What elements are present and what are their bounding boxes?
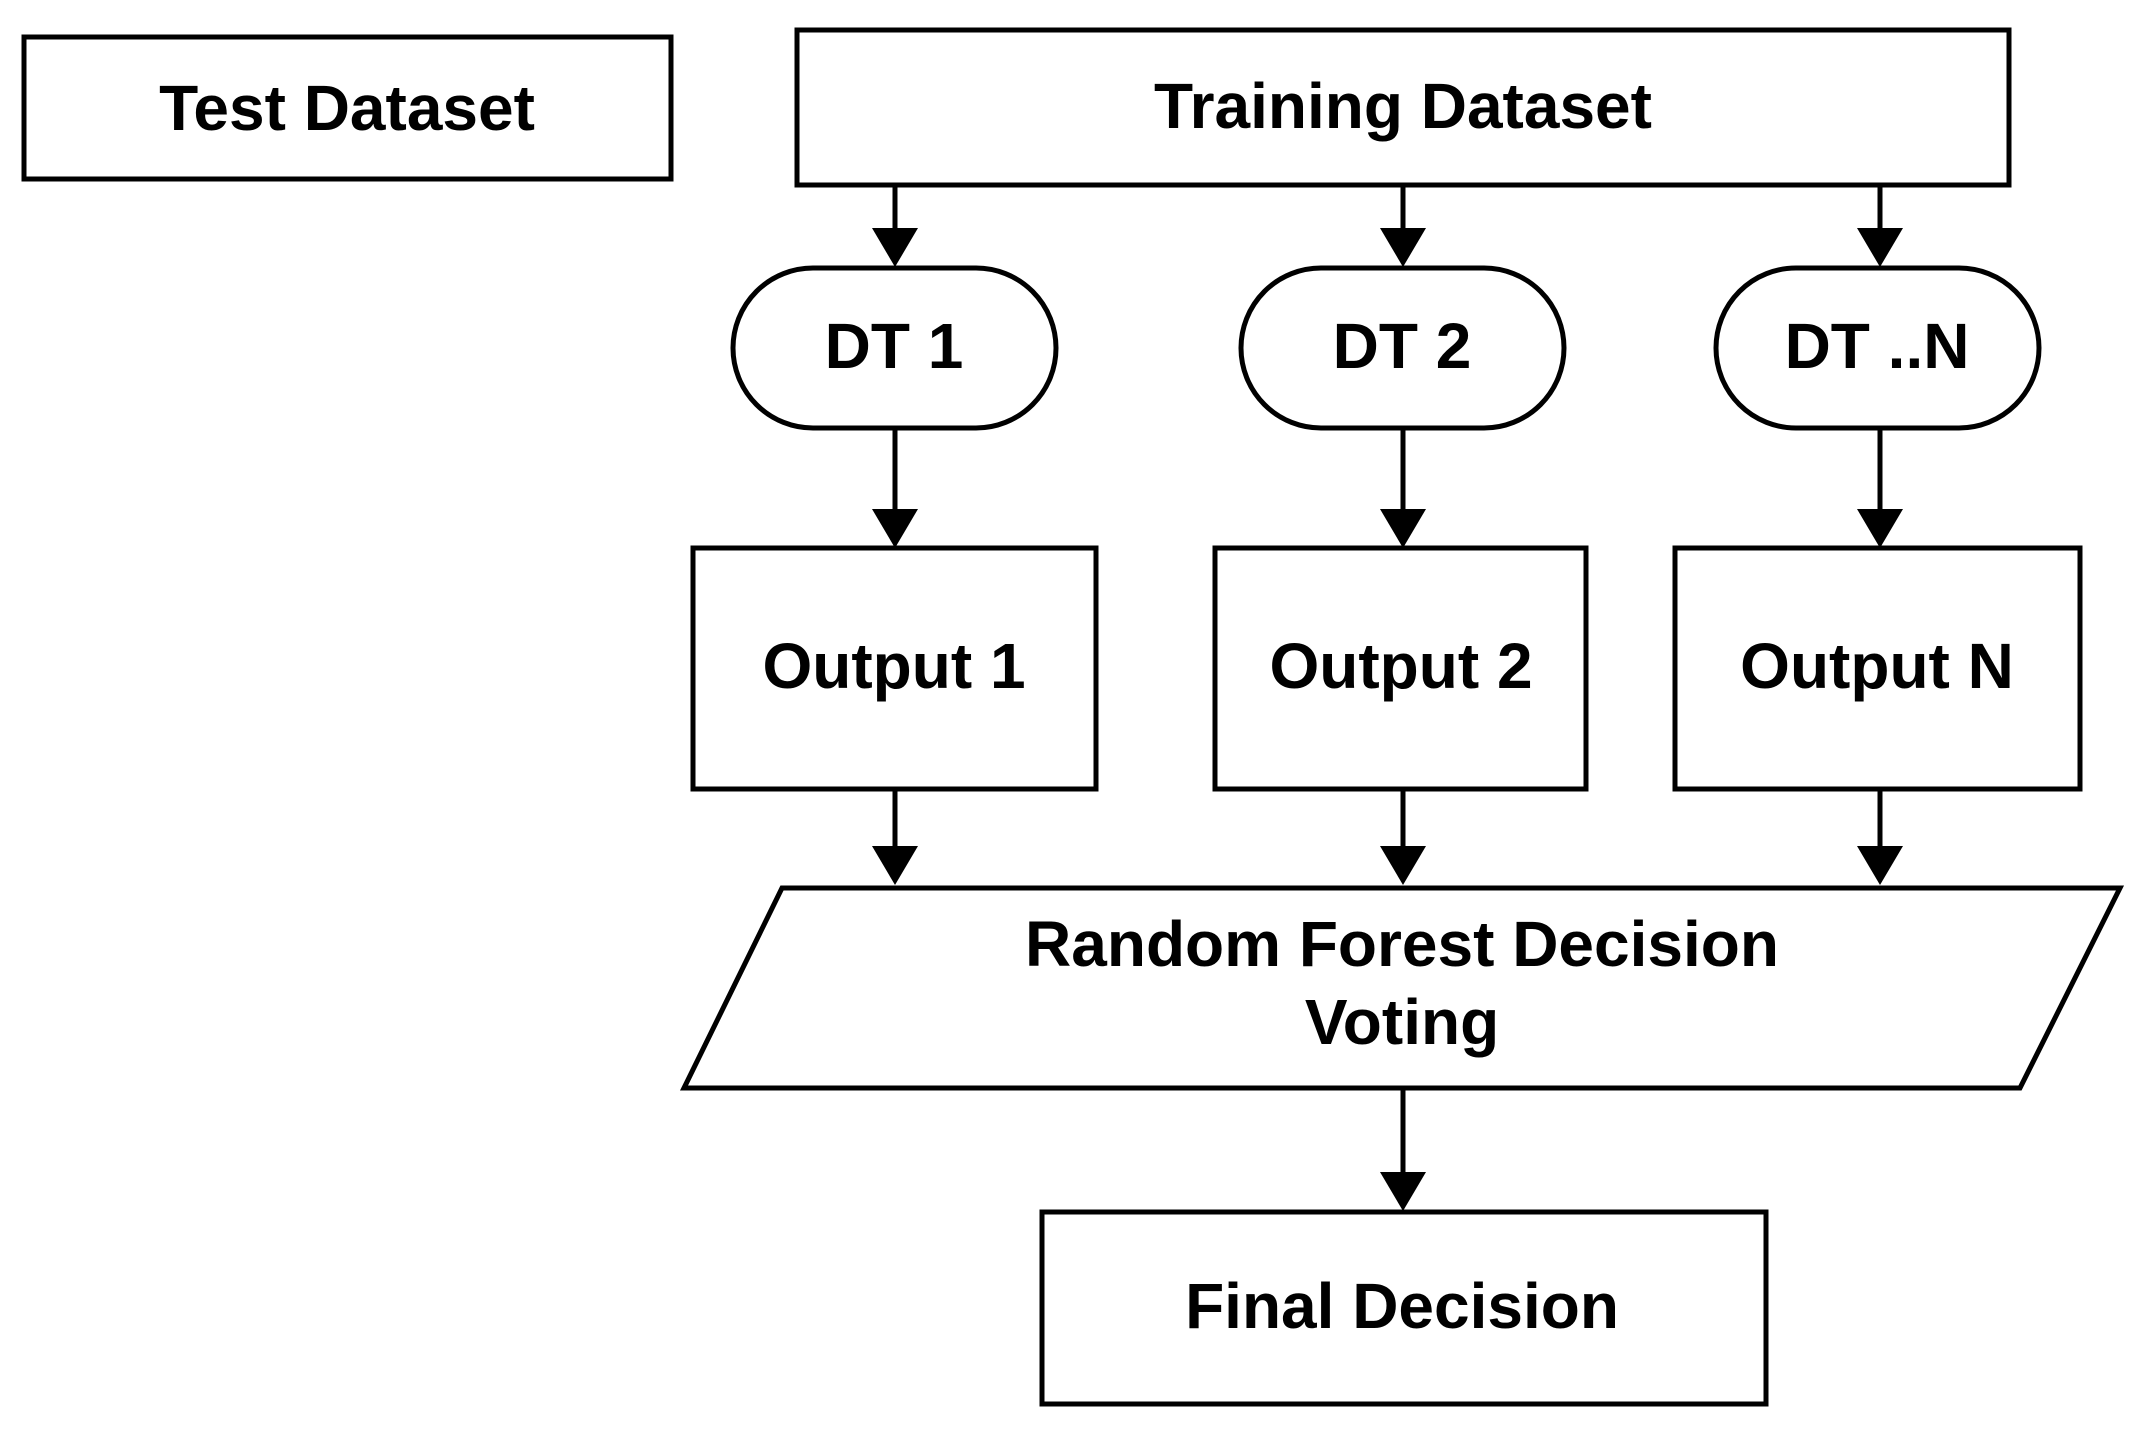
- dtn-label: DT ..N: [1785, 310, 1970, 382]
- output2-node: Output 2: [1212, 545, 1589, 792]
- dt1-label: DT 1: [825, 310, 964, 382]
- outputn-label: Output N: [1740, 630, 2014, 702]
- final-decision-box: [1039, 1209, 1769, 1407]
- dt2-node: DT 2: [1238, 265, 1567, 431]
- test-dataset-box: [21, 34, 674, 182]
- arrow-training-to-dt2: [1380, 185, 1426, 267]
- arrow-dt2-to-output2: [1380, 428, 1426, 548]
- arrow-dt1-to-output1: [872, 428, 918, 548]
- voting-label-line2: Voting: [1305, 986, 1499, 1058]
- output1-node: Output 1: [690, 545, 1099, 792]
- arrow-voting-to-final: [1380, 1088, 1426, 1211]
- final-decision-node: Final Decision: [1039, 1209, 1769, 1407]
- voting-parallelogram: [679, 885, 2125, 1091]
- arrow-outputn-to-voting: [1857, 789, 1903, 885]
- arrow-training-to-dtn: [1857, 185, 1903, 267]
- test-dataset-label: Test Dataset: [159, 72, 535, 144]
- training-dataset-label: Training Dataset: [1154, 70, 1652, 142]
- dtn-node: DT ..N: [1713, 265, 2042, 431]
- outputn-node: Output N: [1672, 545, 2083, 792]
- output2-label: Output 2: [1269, 630, 1532, 702]
- final-decision-label: Final Decision: [1185, 1270, 1619, 1342]
- dt1-node: DT 1: [730, 265, 1059, 431]
- dt2-label: DT 2: [1333, 310, 1472, 382]
- training-dataset-node: Training Dataset: [794, 27, 2012, 188]
- random-forest-voting-node: Random Forest Decision Voting: [679, 885, 2125, 1091]
- training-dataset-box: [794, 27, 2012, 188]
- arrow-dtn-to-outputn: [1857, 428, 1903, 548]
- test-dataset-node: Test Dataset: [21, 34, 674, 182]
- output1-label: Output 1: [762, 630, 1025, 702]
- arrow-output1-to-voting: [872, 789, 918, 885]
- arrow-training-to-dt1: [872, 185, 918, 267]
- voting-label-line1: Random Forest Decision: [1025, 908, 1779, 980]
- output2-box: [1212, 545, 1589, 792]
- arrow-output2-to-voting: [1380, 789, 1426, 885]
- output1-box: [690, 545, 1099, 792]
